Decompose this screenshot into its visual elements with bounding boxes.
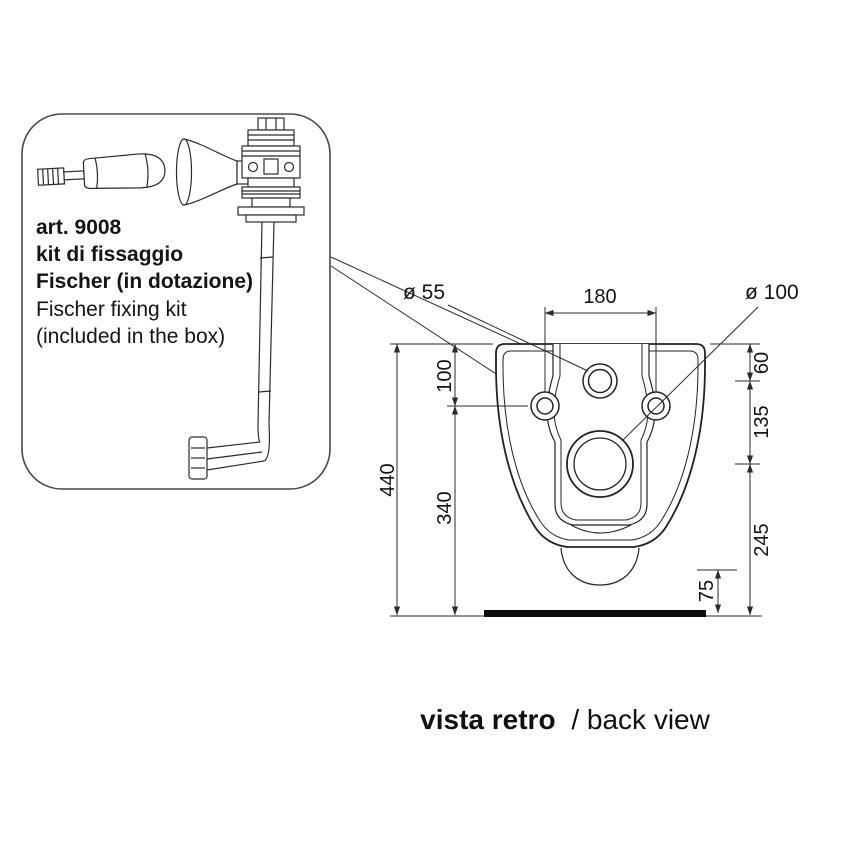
pad-chin-curve	[570, 524, 632, 534]
fixture-inner-contour	[502, 350, 699, 541]
dia-label-55: ø 55	[403, 281, 445, 304]
floor-line	[390, 610, 762, 617]
note-line-en-2: (included in the box)	[36, 325, 225, 348]
trap-outline	[560, 547, 640, 586]
dim-text-245: 245	[751, 523, 773, 556]
caption-english: / back view	[571, 704, 710, 735]
dim-text-135: 135	[751, 405, 773, 438]
floor-bar	[484, 610, 706, 617]
dim-text-100: 100	[434, 359, 456, 392]
water-inlet-hole-inner	[587, 368, 613, 394]
note-line-it-1: kit di fissaggio	[36, 243, 183, 266]
dia-label-100: ø 100	[745, 281, 799, 304]
note-box: art. 9008 kit di fissaggio Fischer (in d…	[21, 113, 331, 490]
right-fixing-hole-inner	[647, 397, 665, 415]
leader-dia-100	[621, 306, 759, 442]
dim-text-340: 340	[434, 491, 456, 524]
dim-text-60: 60	[751, 352, 773, 374]
leader-dia-55	[447, 304, 589, 372]
screw-icon	[37, 153, 166, 190]
note-line-en-1: Fischer fixing kit	[36, 298, 187, 321]
dim-text-440: 440	[377, 463, 399, 496]
fixing-kit-drawing	[37, 117, 305, 480]
back-view-drawing	[495, 343, 706, 586]
rod-bracket-icon	[188, 221, 275, 480]
note-line-it-2: Fischer (in dotazione)	[36, 270, 253, 293]
left-fixing-hole-inner	[536, 397, 554, 415]
caption: vista retro / back view	[280, 704, 850, 736]
caption-italian: vista retro	[420, 704, 556, 735]
dim-text-180: 180	[583, 286, 616, 308]
fitting-assembly-icon	[237, 117, 305, 223]
dimensions: 180 440 100 340 60 135 245 75 ø 55 ø 100	[377, 281, 799, 616]
drain-hole-inner	[573, 437, 627, 491]
note-art-number: art. 9008	[36, 216, 122, 239]
dim-text-75: 75	[696, 580, 718, 602]
